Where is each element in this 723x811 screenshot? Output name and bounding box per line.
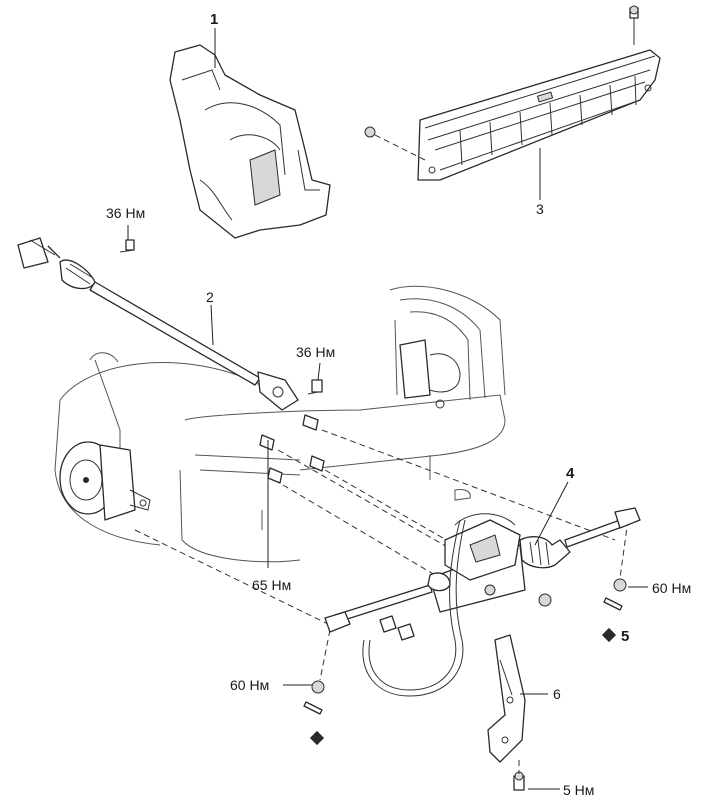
leader-lines [127, 28, 648, 790]
callout-part-1: 1 [210, 11, 218, 28]
steering-shaft [17, 237, 299, 411]
callout-part-4: 4 [566, 465, 575, 482]
suspension-strut [399, 339, 461, 409]
callout-part-2: 2 [206, 289, 214, 305]
callout-part-5: 5 [621, 628, 629, 645]
rear-panel-bolt-top [629, 5, 639, 45]
cotter-pin-markers [309, 627, 617, 746]
car-body-outline [54, 285, 506, 563]
bracket-bolt [513, 760, 525, 791]
rear-panel-ribs [459, 75, 637, 166]
torque-shaft-bolt-lower: 36 Нм [296, 344, 335, 360]
shaft-bolt-upper [119, 239, 135, 253]
shaft-bolt-lower [307, 379, 323, 395]
rack-mount-studs [259, 414, 325, 484]
callout-part-6: 6 [553, 686, 561, 702]
torque-tie-rod-nut-left: 60 Нм [230, 677, 269, 693]
tie-rod-nut-right [603, 578, 627, 611]
steering-rack [324, 507, 641, 633]
wheel-hub [59, 441, 151, 521]
torque-bracket-bolt: 5 Нм [563, 782, 594, 798]
callout-part-3: 3 [536, 201, 544, 217]
rack-bracket [487, 634, 526, 763]
torque-shaft-bolt-upper: 36 Нм [106, 205, 145, 221]
tie-rod-nut-left [303, 680, 325, 715]
rear-panel-bolt-left [364, 126, 426, 161]
alignment-lines [134, 429, 629, 681]
splash-shield [169, 44, 331, 239]
wiring-harness [362, 519, 466, 697]
torque-tie-rod-nut-right: 60 Нм [652, 580, 691, 596]
rear-panel [417, 49, 661, 181]
torque-rack-mount-bolts: 65 Нм [252, 577, 291, 593]
